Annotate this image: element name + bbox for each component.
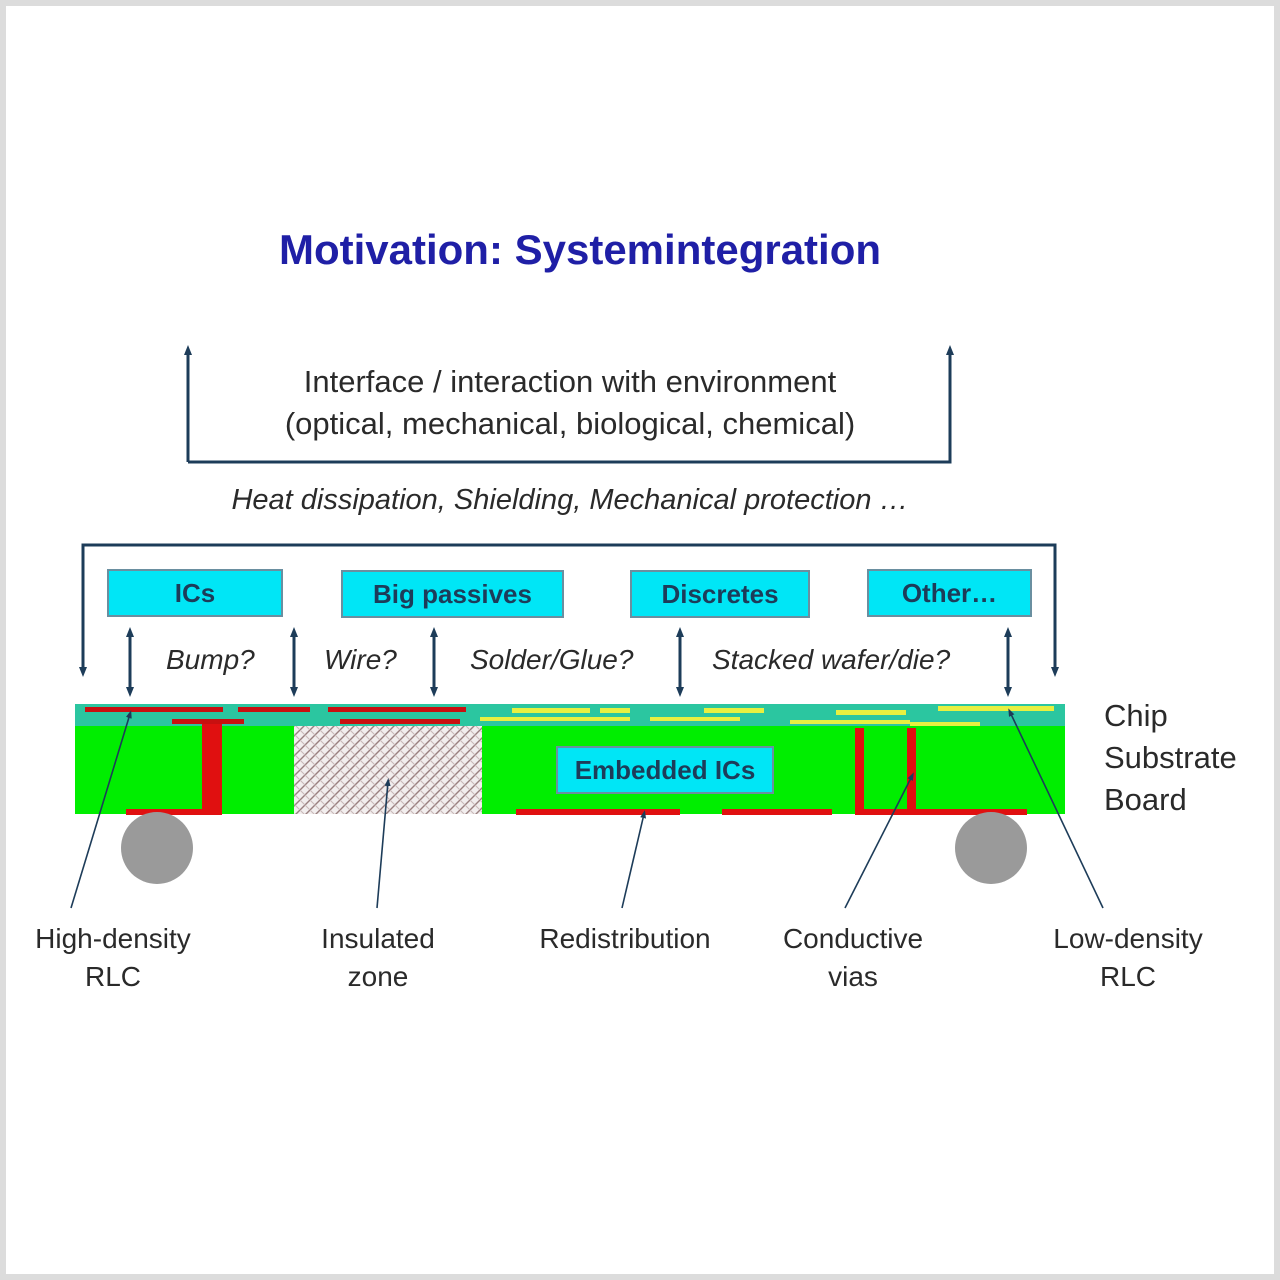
diagram-frame [6, 6, 1274, 1274]
component-discretes: Discretes [630, 570, 810, 618]
surface-traces-red [85, 707, 466, 724]
callout-leaders [70, 708, 1104, 909]
redistribution-trace-2 [722, 809, 832, 815]
label-chip: Chip [1104, 698, 1168, 733]
leader-high-density [70, 710, 132, 909]
solder-ball-right [955, 812, 1027, 884]
component-other: Other… [867, 569, 1032, 617]
via-right-1 [855, 728, 864, 812]
protection-bracket [81, 543, 1057, 668]
callout-conductive-vias: Conductive vias [782, 923, 924, 992]
interface-line-1: Interface / interaction with environment [303, 364, 837, 399]
page-title: Motivation: Systemintegration [278, 226, 882, 273]
connection-solder-glue: Solder/Glue? [470, 644, 634, 675]
vias-and-redistribution [126, 724, 1027, 815]
redistribution-trace-1 [516, 809, 680, 815]
connection-stacked: Stacked wafer/die? [712, 644, 951, 675]
insulated-zone [294, 726, 482, 814]
solder-ball-left [121, 812, 193, 884]
leader-redistribution [621, 810, 647, 909]
protection-label: Heat dissipation, Shielding, Mechanical … [231, 484, 909, 516]
component-ics: ICs [107, 569, 283, 617]
label-substrate: Substrate [1104, 740, 1237, 775]
leader-insulated [376, 778, 391, 909]
leader-vias [844, 772, 914, 909]
surface-traces-yellow [480, 706, 1054, 726]
callout-low-density: Low-density RLC [1053, 923, 1203, 992]
interface-line-2: (optical, mechanical, biological, chemic… [284, 406, 856, 441]
label-board: Board [1104, 782, 1187, 817]
leader-low-density [1008, 708, 1104, 909]
connection-arrows [126, 627, 1012, 697]
via-left [202, 724, 222, 812]
embedded-ics-box: Embedded ICs [556, 746, 774, 794]
component-big-passives: Big passives [341, 570, 564, 618]
connection-wire: Wire? [324, 644, 397, 675]
callout-high-density: High-density RLC [35, 923, 191, 992]
callout-insulated: Insulated zone [321, 923, 435, 992]
via-right-2 [907, 728, 916, 812]
callout-redistribution: Redistribution [539, 923, 711, 954]
connection-bump: Bump? [166, 644, 255, 675]
